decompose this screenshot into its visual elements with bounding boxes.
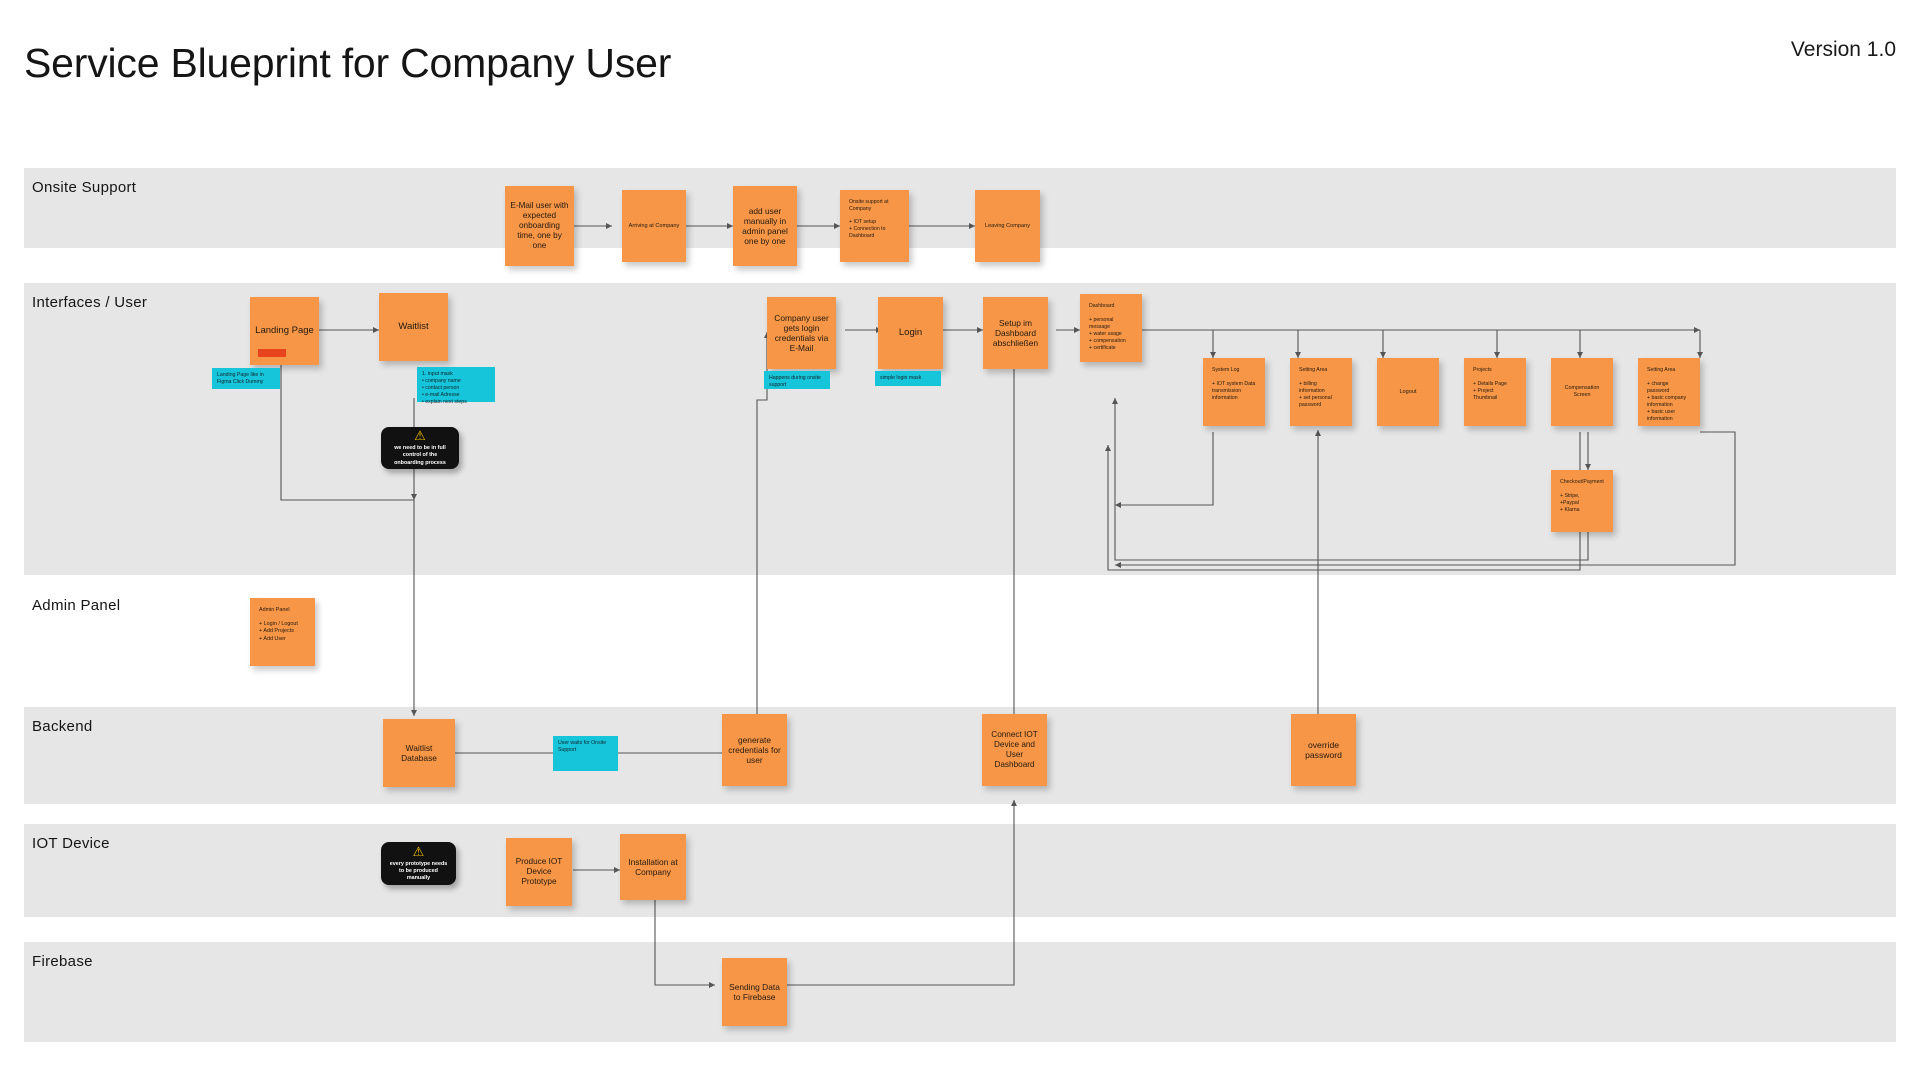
note-produce-iot-prototype[interactable]: Produce IOT Device Prototype	[506, 838, 572, 906]
note-override-password[interactable]: override password	[1291, 714, 1356, 786]
cyan-note-happens-onsite[interactable]: Happens during onsite support	[764, 371, 830, 389]
note-landing-page[interactable]: Landing Page	[250, 297, 319, 365]
note-setting-area-account[interactable]: Setting Area + change password + basic c…	[1638, 358, 1700, 426]
note-system-log[interactable]: System Log + IOT system Data transmissio…	[1203, 358, 1265, 426]
lane-label-iot-device: IOT Device	[32, 835, 110, 852]
note-onsite-support-at-company[interactable]: Onsite support at Company + IOT setup + …	[840, 190, 909, 262]
lane-label-interfaces-user: Interfaces / User	[32, 294, 148, 311]
lane-iot-device: IOT Device	[24, 824, 1896, 917]
warning-icon-prototype: ⚠	[412, 843, 425, 859]
note-sending-data-firebase[interactable]: Sending Data to Firebase	[722, 958, 787, 1026]
page-title: Service Blueprint for Company User	[24, 40, 672, 86]
note-projects[interactable]: Projects + Details Page + Project Thumbn…	[1464, 358, 1526, 426]
lane-label-admin-panel: Admin Panel	[32, 597, 121, 614]
note-admin-panel[interactable]: Admin Panel + Login / Logout + Add Proje…	[250, 598, 315, 666]
note-connect-iot-dashboard[interactable]: Connect IOT Device and User Dashboard	[982, 714, 1047, 786]
note-email-user[interactable]: E-Mail user with expected onboarding tim…	[505, 186, 574, 266]
note-setup-im-dashboard[interactable]: Setup im Dashboard abschließen	[983, 297, 1048, 369]
cyan-note-input-mask[interactable]: 1. input mask • company name • contact p…	[417, 367, 495, 405]
lane-onsite-support: Onsite Support	[24, 168, 1896, 248]
warning-icon: ⚠	[414, 428, 426, 444]
note-login[interactable]: Login	[878, 297, 943, 369]
cyan-note-user-waits[interactable]: User waits for Onsite Support	[553, 736, 618, 771]
note-setting-area-billing[interactable]: Setting Area + billing information + set…	[1290, 358, 1352, 426]
note-company-user-credentials[interactable]: Company user gets login credentials via …	[767, 297, 836, 369]
landing-page-accent-bar	[258, 349, 286, 357]
note-compensation-screen[interactable]: Compensation Screen	[1551, 358, 1613, 426]
lane-firebase: Firebase	[24, 942, 1896, 1042]
note-generate-credentials[interactable]: generate credentials for user	[722, 714, 787, 786]
note-dashboard[interactable]: Dashboard + personal message + water usa…	[1080, 294, 1142, 362]
black-note-prototype-manual[interactable]: ⚠ every prototype needs to be produced m…	[381, 842, 456, 885]
black-note-full-control[interactable]: ⚠ we need to be in full control of the o…	[381, 427, 459, 469]
note-waitlist-database[interactable]: Waitlist Database	[383, 719, 455, 787]
note-leaving-company[interactable]: Leaving Company	[975, 190, 1040, 262]
cyan-note-simple-login[interactable]: simple login mask	[875, 371, 941, 386]
lane-label-backend: Backend	[32, 718, 93, 735]
note-add-user-manually[interactable]: add user manually in admin panel one by …	[733, 186, 797, 266]
cyan-note-landing-figma[interactable]: Landing Page like in Figma Click Dummy	[212, 368, 280, 389]
note-checkout-payment[interactable]: Checkout/Payment + Stripe, +Paypal + Kla…	[1551, 470, 1613, 532]
note-arriving-at-company[interactable]: Arriving at Company	[622, 190, 686, 262]
note-installation-at-company[interactable]: Installation at Company	[620, 834, 686, 900]
note-waitlist[interactable]: Waitlist	[379, 293, 448, 361]
lane-label-firebase: Firebase	[32, 953, 93, 970]
note-logout[interactable]: Logout	[1377, 358, 1439, 426]
lane-label-onsite-support: Onsite Support	[32, 179, 137, 196]
lane-backend: Backend	[24, 707, 1896, 804]
version-label: Version 1.0	[1790, 38, 1896, 61]
